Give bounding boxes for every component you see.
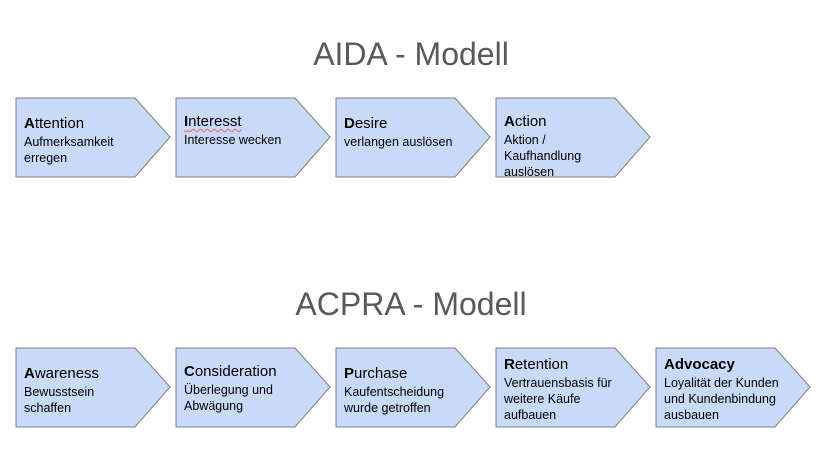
acpra-step-advocacy[interactable]: Advocacy Loyalität der Kunden und Kunden… — [655, 347, 811, 429]
step-label: Retention — [504, 356, 569, 373]
step-description: Vertrauensbasis für weitere Käufe aufbau… — [504, 376, 612, 422]
step-label: Desire — [344, 115, 388, 132]
acpra-step-consideration[interactable]: Consideration Überlegung und Abwägung — [175, 347, 331, 429]
acpra-step-awareness[interactable]: Awareness Bewusstsein schaffen — [15, 347, 171, 429]
aida-step-action[interactable]: Action Aktion / Kaufhandlung auslösen — [495, 97, 651, 179]
aida-step-interest[interactable]: Interesst Interesse wecken — [175, 97, 331, 179]
step-label: Consideration — [184, 363, 277, 380]
step-description: Loyalität der Kunden und Kundenbindung a… — [664, 376, 779, 422]
step-description: Interesse wecken — [184, 133, 282, 147]
step-description: Bewusstsein schaffen — [24, 385, 95, 415]
step-label: Awareness — [24, 365, 100, 382]
aida-title: AIDA - Modell — [313, 36, 509, 72]
step-label: Interesst — [184, 113, 242, 130]
step-label: Purchase — [344, 365, 408, 382]
aida-step-desire[interactable]: Desire verlangen auslösen — [335, 97, 491, 179]
step-label: Action — [504, 113, 547, 130]
aida-step-attention[interactable]: Attention Aufmerksamkeit erregen — [15, 97, 171, 179]
step-description: Aufmerksamkeit erregen — [24, 135, 114, 165]
step-description: Überlegung und Abwägung — [184, 383, 273, 413]
acpra-title: ACPRA - Modell — [295, 286, 527, 322]
step-label: Advocacy — [664, 356, 735, 373]
step-label: Attention — [24, 115, 85, 132]
acpra-step-retention[interactable]: Retention Vertrauensbasis für weitere Kä… — [495, 347, 651, 429]
acpra-step-purchase[interactable]: Purchase Kaufentscheidung wurde getroffe… — [335, 347, 491, 429]
step-description: Aktion / Kaufhandlung auslösen — [504, 133, 582, 179]
step-description: Kaufentscheidung wurde getroffen — [344, 385, 445, 415]
step-description: verlangen auslösen — [344, 135, 453, 149]
